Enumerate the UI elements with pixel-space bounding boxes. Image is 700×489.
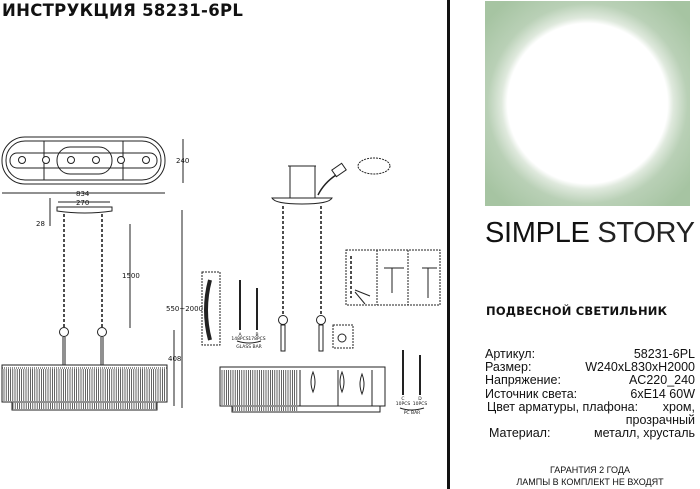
spec-row: Цвет арматуры, плафона: хром,: [485, 399, 695, 414]
spec-label: Размер:: [485, 360, 532, 375]
lamps-note: ЛАМПЫ В КОМПЛЕКТ НЕ ВХОДЯТ: [516, 477, 664, 487]
dim-height: 550~2000: [166, 305, 203, 313]
technical-drawing: 240 834 270 28 1500 550~2000 408 A 148PC…: [1, 136, 441, 416]
spec-value: 58231-6PL: [633, 347, 695, 361]
part-a-label: A: [238, 332, 242, 338]
dim-depth: 240: [176, 157, 189, 165]
spec-row: Размер: W240xL830xH2000: [485, 361, 695, 374]
spec-row: Источник света: 6xE14 60W: [485, 386, 695, 401]
brand-name-light: STORY: [597, 217, 695, 249]
brand-logo-image: [485, 1, 690, 206]
spec-value: 6xE14 60W: [630, 386, 695, 401]
spec-row: Артикул: 58231-6PL: [485, 347, 695, 361]
warranty-text: ГАРАНТИЯ 2 ГОДА: [550, 465, 630, 475]
dim-length: 834: [76, 190, 90, 198]
dim-canopy-height: 28: [36, 220, 45, 228]
spec-row-cont: прозрачный: [485, 413, 695, 428]
spec-row: Материал: металл, хрусталь: [485, 427, 695, 440]
part-b-count: 178PCS: [248, 336, 265, 342]
dim-canopy: 270: [76, 199, 89, 207]
part-b-label: B: [255, 332, 258, 338]
front-view: [1, 206, 168, 411]
product-type: ПОДВЕСНОЙ СВЕТИЛЬНИК: [486, 304, 668, 318]
spec-label: Источник света:: [485, 386, 578, 401]
spec-value: W240xL830xH2000: [585, 360, 695, 375]
spec-value: прозрачный: [625, 413, 695, 428]
assembly-view: [201, 157, 441, 413]
divider: [447, 0, 450, 489]
spec-value: AC220_240: [628, 373, 695, 388]
dim-body: 408: [168, 355, 181, 363]
part-d-count: 10PCS: [413, 401, 428, 407]
spec-label: Материал:: [489, 426, 551, 441]
spec-row: Напряжение: AC220_240: [485, 374, 695, 387]
brand-name: SIMPLE STORY: [485, 217, 695, 250]
part-d-label: D: [418, 396, 422, 402]
part-c-count: 10PCS: [396, 401, 411, 407]
spec-label: Напряжение:: [485, 373, 561, 388]
brand-name-bold: SIMPLE: [485, 217, 590, 249]
pc-bar-label: PC BAR: [404, 410, 421, 416]
page-title: ИНСТРУКЦИЯ 58231-6PL: [2, 1, 244, 20]
spec-label: Цвет арматуры, плафона:: [487, 399, 639, 414]
spec-list: Артикул: 58231-6PL Размер: W240xL830xH2000…: [485, 347, 695, 440]
part-c-label: C: [401, 396, 404, 402]
part-a-count: 148PCS: [231, 336, 248, 342]
glass-bar-label: GLASS BAR: [236, 344, 262, 350]
spec-value: хром,: [662, 399, 695, 414]
top-view: [1, 136, 166, 185]
dim-chain: 1500: [122, 272, 140, 280]
spec-value: металл, хрусталь: [594, 426, 695, 441]
spec-label: Артикул:: [485, 347, 536, 361]
